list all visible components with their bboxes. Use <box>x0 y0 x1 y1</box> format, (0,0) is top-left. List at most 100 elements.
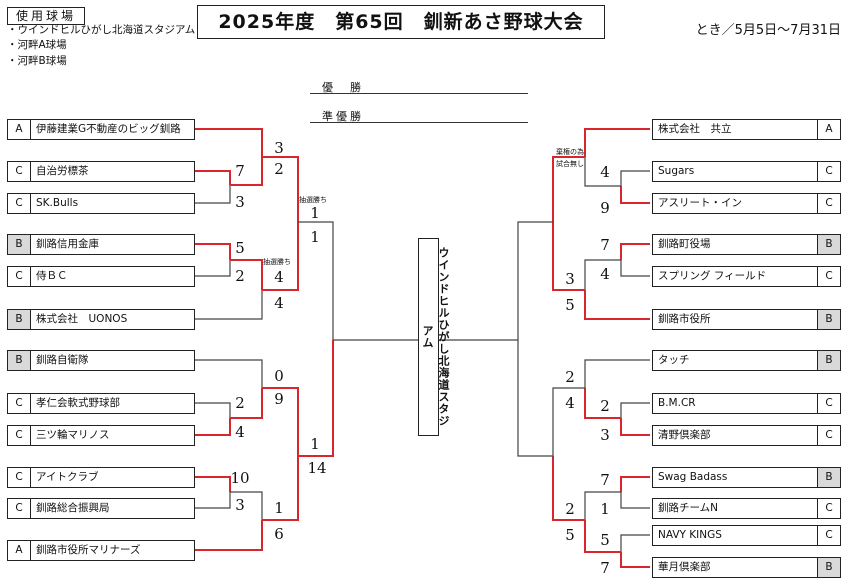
winner-path <box>262 387 299 456</box>
score: 2 <box>274 160 284 178</box>
class-badge: B <box>8 235 31 254</box>
winner-path <box>298 340 334 457</box>
winner-path <box>584 128 650 157</box>
winner-path <box>230 388 263 419</box>
score: 7 <box>600 559 610 577</box>
score: 3 <box>235 193 245 211</box>
winner-path <box>584 388 621 419</box>
class-badge: B <box>8 351 31 370</box>
bracket-line <box>620 534 650 552</box>
final-venue-label: ウインドヒルひがし北海道スタジアム <box>421 247 450 427</box>
winner-path <box>262 222 299 291</box>
bracket-line <box>195 359 263 388</box>
team-name: 伊藤建業G不動産のビッグ釧路 <box>36 123 181 135</box>
bracket-line <box>195 402 231 418</box>
team-name: タッチ <box>658 354 690 366</box>
team-name: 三ツ輪マリノス <box>36 429 110 441</box>
score: 1 <box>600 500 610 518</box>
bracket-line <box>584 359 650 388</box>
class-badge: B <box>817 468 840 487</box>
class-badge: C <box>817 526 840 545</box>
team-name: 釧路町役場 <box>658 238 711 250</box>
bracket-line <box>195 185 231 204</box>
winner-path <box>584 290 650 320</box>
team-name: 釧路チームN <box>658 502 719 514</box>
score: 2 <box>235 394 245 412</box>
class-badge: B <box>8 310 31 329</box>
runner-up-line <box>310 122 528 123</box>
team-entry: C アスリート・イン <box>652 193 841 214</box>
score: 9 <box>274 390 284 408</box>
winner-path <box>262 456 299 521</box>
class-badge: B <box>817 310 840 329</box>
winner-path <box>552 456 585 521</box>
winner-path <box>552 156 585 222</box>
team-name: アスリート・イン <box>658 197 742 209</box>
score: 3 <box>235 496 245 514</box>
score: 4 <box>600 163 610 181</box>
class-badge: A <box>8 120 31 139</box>
team-entry: B 釧路市役所 <box>652 309 841 330</box>
team-name: アイトクラブ <box>36 471 99 483</box>
score: 0 <box>274 367 284 385</box>
runner-up-label: 準優勝 <box>322 110 364 123</box>
bracket-line <box>230 491 263 520</box>
team-entry: C B.M.CR <box>652 393 841 414</box>
team-name: 清野倶楽部 <box>658 429 711 441</box>
score: 1 <box>274 499 284 517</box>
team-name: B.M.CR <box>658 397 696 409</box>
forfeit-note: 棄権の為 <box>556 148 584 156</box>
class-badge: C <box>817 194 840 213</box>
class-badge: A <box>8 541 31 560</box>
score: 3 <box>600 426 610 444</box>
class-badge: C <box>817 499 840 518</box>
page-title: 2025年度 第65回 釧新あさ野球大会 <box>197 5 605 39</box>
team-name: 釧路総合振興局 <box>36 502 110 514</box>
lottery-note: 抽選勝ち <box>299 196 327 204</box>
class-badge: C <box>817 394 840 413</box>
score: 7 <box>600 471 610 489</box>
score: 3 <box>565 270 575 288</box>
score: 2 <box>600 397 610 415</box>
team-entry: C 釧路チームN <box>652 498 841 519</box>
score: 9 <box>600 199 610 217</box>
class-badge: C <box>8 426 31 445</box>
bracket-line <box>195 260 231 277</box>
class-badge: C <box>8 162 31 181</box>
forfeit-note: 試合無し <box>556 160 584 168</box>
lottery-note: 抽選勝ち <box>263 258 291 266</box>
winner-path <box>195 170 231 185</box>
team-name: 釧路信用金庫 <box>36 238 99 250</box>
winner-path <box>230 157 263 186</box>
team-entry: B 釧路信用金庫 <box>7 234 195 255</box>
score: 5 <box>565 526 575 544</box>
class-badge: A <box>817 120 840 139</box>
class-badge: C <box>8 194 31 213</box>
tournament-dates: とき／5月5日〜7月31日 <box>695 23 841 38</box>
team-name: 侍ＢＣ <box>36 270 68 282</box>
class-badge: B <box>817 235 840 254</box>
score: 7 <box>600 236 610 254</box>
score: 4 <box>235 423 245 441</box>
team-name: 華月倶楽部 <box>658 561 711 573</box>
winner-path <box>195 476 231 492</box>
score: 4 <box>274 294 284 312</box>
score: 10 <box>230 469 250 487</box>
bracket-line <box>584 491 621 520</box>
bracket-line <box>620 260 650 277</box>
team-name: 株式会社 UONOS <box>36 313 128 325</box>
team-entry: C 三ツ輪マリノス <box>7 425 195 446</box>
class-badge: C <box>817 162 840 181</box>
team-name: 釧路市役所マリナーズ <box>36 544 141 556</box>
team-name: 釧路市役所 <box>658 313 711 325</box>
bracket-line <box>584 259 621 290</box>
bracket-line <box>195 290 263 320</box>
